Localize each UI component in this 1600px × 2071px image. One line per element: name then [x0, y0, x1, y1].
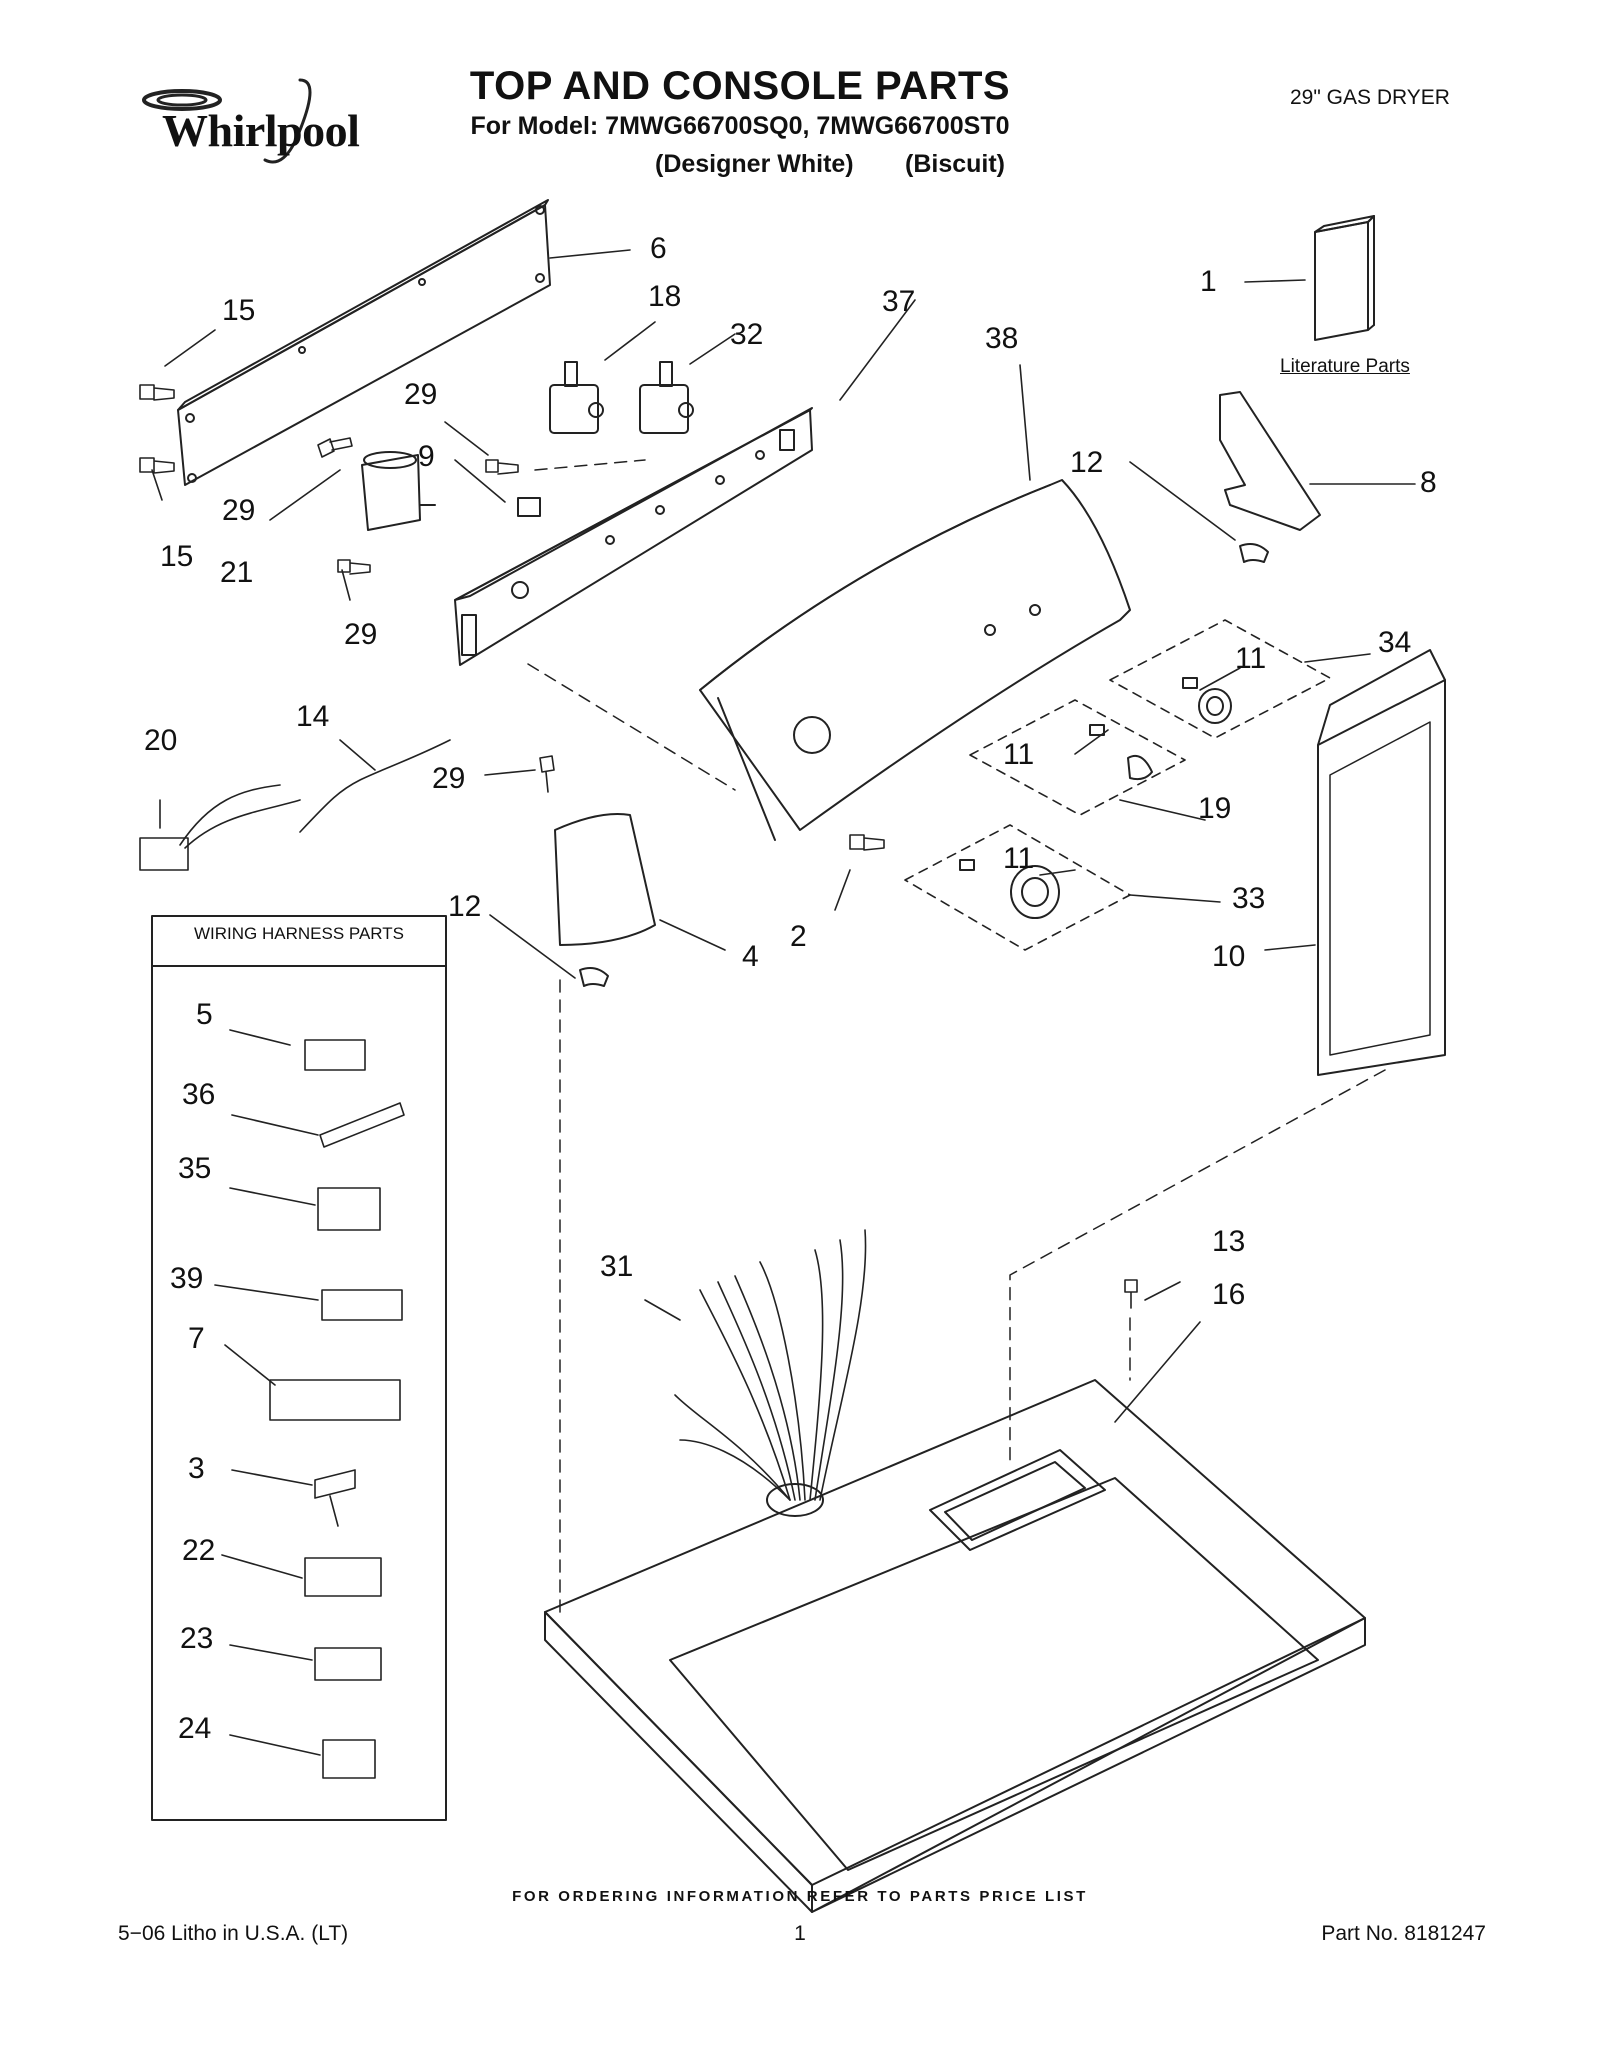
- page-number: 1: [794, 1922, 806, 1945]
- callout-5: 5: [196, 998, 213, 1031]
- end-cap-4: [554, 813, 656, 946]
- callout-29-c: 29: [344, 618, 378, 651]
- callout-11-top: 11: [1235, 642, 1267, 675]
- switch-18: [549, 361, 604, 434]
- callout-10: 10: [1212, 940, 1246, 973]
- wiring-harness-title: WIRING HARNESS PARTS: [193, 924, 404, 943]
- control-console: [699, 479, 1131, 841]
- screws: [139, 384, 1138, 1309]
- callout-22: 22: [182, 1534, 216, 1567]
- litho-info: 5−06 Litho in U.S.A. (LT): [118, 1922, 349, 1945]
- callout-32: 32: [730, 318, 764, 351]
- callout-19: 19: [1198, 792, 1232, 825]
- literature-parts-label: Literature Parts: [1280, 356, 1410, 377]
- callout-29-b: 29: [222, 494, 256, 527]
- knobs: [959, 677, 1232, 919]
- switch-32: [639, 361, 694, 434]
- callout-2: 2: [790, 920, 807, 953]
- callout-18: 18: [648, 280, 682, 313]
- callout-35: 35: [178, 1152, 212, 1185]
- callout-3: 3: [188, 1452, 205, 1485]
- cap-9: [517, 497, 541, 517]
- clip-12-bottom: [579, 967, 609, 987]
- color-designer-white: (Designer White): [655, 150, 854, 178]
- callout-14: 14: [296, 700, 330, 733]
- model-line: For Model: 7MWG66700SQ0, 7MWG66700ST0: [470, 112, 1010, 140]
- callout-33: 33: [1232, 882, 1266, 915]
- callout-34: 34: [1378, 626, 1412, 659]
- harness-14-20: [139, 739, 451, 871]
- callout-11-bottom: 11: [1003, 842, 1035, 875]
- callout-12-top: 12: [1070, 446, 1104, 479]
- whirlpool-logo-swirl: [142, 78, 312, 164]
- assembly-lines: [527, 459, 1386, 1613]
- part-number: Part No. 8181247: [1321, 1922, 1486, 1945]
- dryer-top: [544, 1379, 1366, 1913]
- callout-12-bottom: 12: [448, 890, 482, 923]
- knob-groups: [904, 619, 1331, 951]
- callout-1: 1: [1200, 265, 1217, 298]
- callout-11-mid: 11: [1003, 738, 1035, 771]
- color-biscuit: (Biscuit): [905, 150, 1005, 178]
- brand-logo-text: Whirlpool: [162, 105, 360, 156]
- callout-29-d: 29: [432, 762, 466, 795]
- callout-7: 7: [188, 1322, 205, 1355]
- callout-39: 39: [170, 1262, 204, 1295]
- leader-lines: [151, 249, 1416, 1756]
- clip-12-top: [1239, 543, 1269, 563]
- callout-24: 24: [178, 1712, 212, 1745]
- ordering-note: FOR ORDERING INFORMATION REFER TO PARTS …: [512, 1888, 1088, 1905]
- callout-4: 4: [742, 940, 759, 973]
- callout-23: 23: [180, 1622, 214, 1655]
- wiring-harness-box: [151, 915, 447, 1821]
- callout-31: 31: [600, 1250, 634, 1283]
- callout-20: 20: [144, 724, 178, 757]
- lint-screen: [1317, 649, 1446, 1076]
- callout-21: 21: [220, 556, 254, 589]
- callout-15-top: 15: [222, 294, 256, 327]
- bracket-8: [1219, 391, 1321, 531]
- product-type: 29" GAS DRYER: [1290, 86, 1450, 109]
- timer-21: [361, 451, 436, 531]
- literature-book: [1314, 215, 1375, 341]
- callout-13: 13: [1212, 1225, 1246, 1258]
- callout-6: 6: [650, 232, 667, 265]
- callout-36: 36: [182, 1078, 216, 1111]
- console-control-bracket: [454, 407, 813, 666]
- page-title: TOP AND CONSOLE PARTS: [469, 64, 1011, 108]
- callout-16: 16: [1212, 1278, 1246, 1311]
- console-rear-panel: [177, 199, 551, 486]
- callout-38: 38: [985, 322, 1019, 355]
- callout-9: 9: [418, 440, 435, 473]
- callout-29-a: 29: [404, 378, 438, 411]
- wire-bundle: [674, 1229, 867, 1501]
- callout-37: 37: [882, 285, 916, 318]
- callout-15-bottom: 15: [160, 540, 194, 573]
- harness-small-parts: [269, 1039, 405, 1779]
- callout-8: 8: [1420, 466, 1437, 499]
